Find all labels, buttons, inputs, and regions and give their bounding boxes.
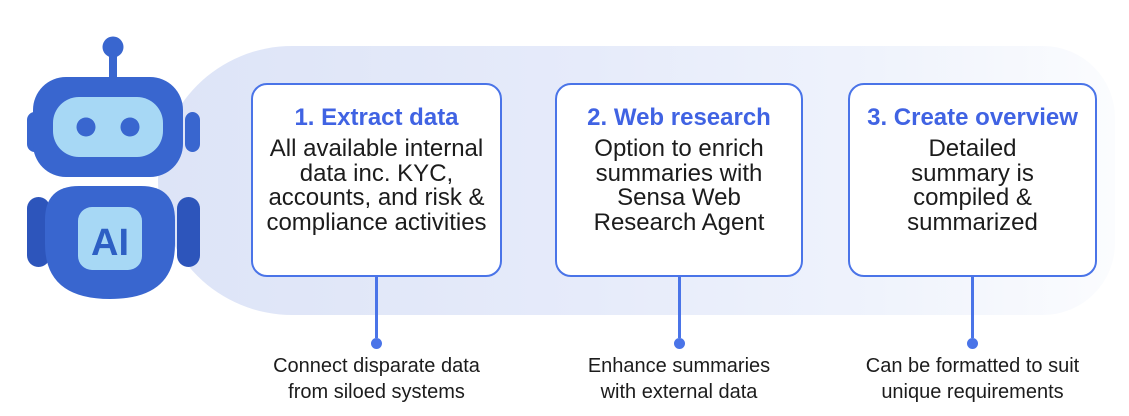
step-3: 3. Create overview Detailed summary is c… <box>848 83 1097 405</box>
ai-badge <box>78 207 142 270</box>
step-1-connector-line <box>375 277 378 338</box>
step-2-card: 2. Web research Option to enrich summari… <box>555 83 803 277</box>
step-3-caption: Can be formatted to suit unique requirem… <box>865 355 1080 403</box>
step-3-title: 3. Create overview <box>867 104 1078 131</box>
step-1-description: All available internal data inc. KYC, ac… <box>266 135 487 236</box>
step-3-description: Detailed summary is compiled & summarize… <box>907 135 1038 236</box>
robot-eye-icon <box>76 117 96 137</box>
step-2-connector-dot <box>673 338 685 349</box>
step-1-caption: Connect disparate data from siloed syste… <box>273 355 480 403</box>
ai-robot-icon: AI <box>27 36 200 299</box>
step-2-connector-line <box>677 277 681 338</box>
ai-badge-label: AI <box>91 222 129 264</box>
step-2: 2. Web research Option to enrich summari… <box>555 83 803 405</box>
step-3-card: 3. Create overview Detailed summary is c… <box>848 83 1097 277</box>
robot-head-icon <box>27 77 200 177</box>
step-2-title: 2. Web research <box>587 104 771 131</box>
step-1-title: 1. Extract data <box>294 104 459 131</box>
step-1-card: 1. Extract data All available internal d… <box>251 83 502 277</box>
step-3-connector-dot <box>967 338 978 349</box>
robot-antenna-icon <box>102 36 124 82</box>
step-2-description: Option to enrich summaries with Sensa We… <box>593 135 765 236</box>
robot-body-icon: AI <box>27 186 200 299</box>
step-1-connector-dot <box>371 338 382 349</box>
step-2-caption: Enhance summaries with external data <box>587 355 771 403</box>
step-1: 1. Extract data All available internal d… <box>251 83 502 405</box>
step-3-connector-line <box>971 277 974 338</box>
robot-eye-icon <box>120 117 140 137</box>
